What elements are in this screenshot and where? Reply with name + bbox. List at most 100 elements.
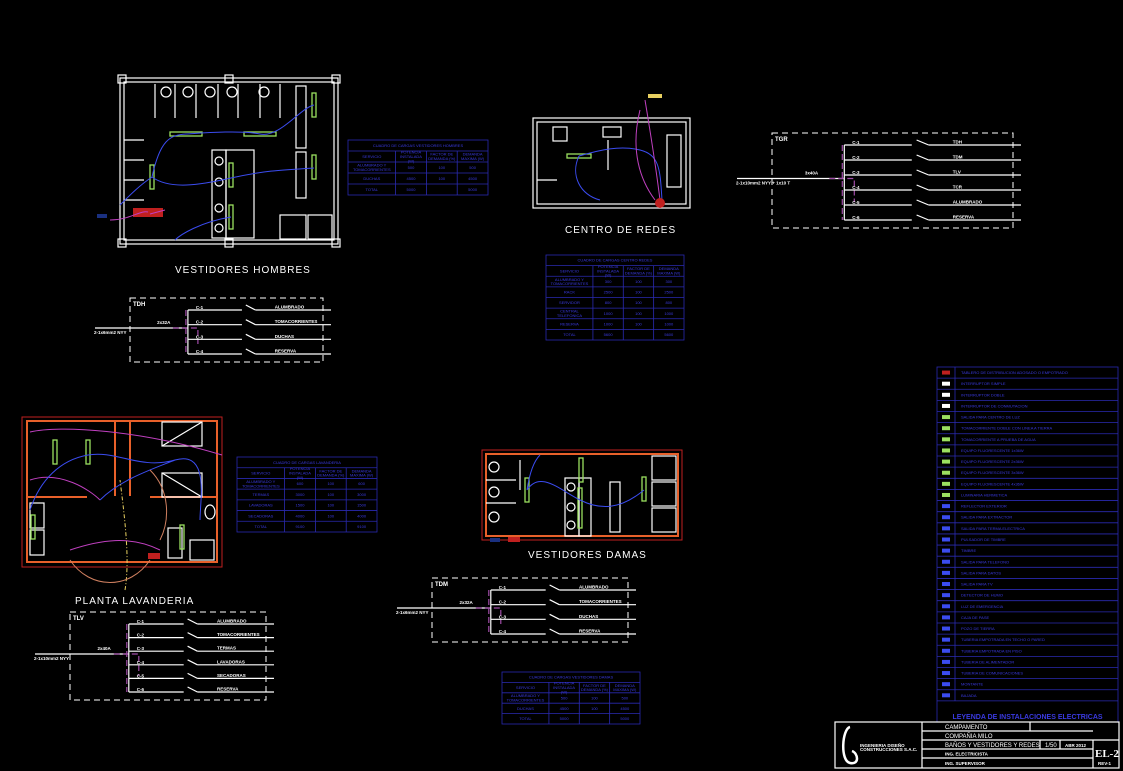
circuit-load: ALUMBRADO <box>579 585 609 590</box>
legend-symbol-icon <box>942 481 950 486</box>
table-cell: 3000 <box>296 492 306 497</box>
circuit-label: C-4 <box>852 185 860 190</box>
sheet-title: BAÑOS Y VESTIDORES Y REDES <box>945 742 1040 749</box>
legend-title: LEYENDA DE INSTALACIONES ELECTRICAS <box>952 714 1102 721</box>
table-cell: 1000 <box>604 321 614 326</box>
table-cell: 4500 <box>468 176 478 181</box>
legend-item: TABLERO DE DISTRIBUCION ADOSADO O EMPOTR… <box>961 370 1068 375</box>
board-name: TLV <box>73 616 84 622</box>
table-cell: 5000 <box>560 716 570 721</box>
circuit-label: C-6 <box>852 215 860 220</box>
legend-item: EQUIPO FLUORESCENTE 3x36W <box>961 470 1024 475</box>
load-table: CUADRO DE CARGAS VESTIDORES DAMASSERVICI… <box>501 671 641 725</box>
circuit-label: C-4 <box>196 349 204 354</box>
client-name: COMPAÑIA MILO <box>945 733 993 740</box>
circuit-load: RESERVA <box>275 349 297 354</box>
circuit-label: C-2 <box>196 320 204 325</box>
circuit-label: C-6 <box>137 687 145 692</box>
plan-title-damas: VESTIDORES DAMAS <box>528 550 647 561</box>
main-breaker-label: 2x32A <box>157 320 171 325</box>
table-cell: 100 <box>438 165 445 170</box>
board-name: TGR <box>775 137 788 143</box>
legend-symbol-icon <box>942 426 950 431</box>
table-cell: 100 <box>327 513 334 518</box>
legend-symbol-icon <box>942 570 950 575</box>
reviewer: ING. SUPERVISOR <box>945 761 986 766</box>
table-title: CUADRO DE CARGAS VESTIDORES DAMAS <box>529 675 614 680</box>
legend-item: EQUIPO FLUORESCENTE 1x36W <box>961 448 1024 453</box>
sheet-number: EL-2 <box>1095 748 1119 760</box>
table-cell: 4500 <box>407 176 417 181</box>
legend-item: DETECTOR DE HUMO <box>961 593 1003 598</box>
legend-symbol-icon <box>942 392 950 397</box>
legend-symbol-icon <box>942 459 950 464</box>
circuit-label: C-4 <box>137 660 145 665</box>
plan-lavanderia <box>21 416 223 591</box>
table-cell: SERVIDOR <box>559 300 580 305</box>
legend-symbol-icon <box>942 648 950 653</box>
table-cell: 600 <box>358 481 365 486</box>
table-cell: 1000 <box>664 321 674 326</box>
table-cell: 5000 <box>407 187 417 192</box>
table-cell: 300 <box>665 279 672 284</box>
legend-symbol-icon <box>942 604 950 609</box>
table-cell: TOTAL <box>563 332 576 337</box>
table-cell: 100 <box>438 176 445 181</box>
main-breaker-label: 2x40A <box>98 646 112 651</box>
plan-centro-redes <box>532 94 691 209</box>
legend-symbol-icon <box>942 470 950 475</box>
legend-symbol-icon <box>942 626 950 631</box>
table-cell: 100 <box>327 481 334 486</box>
table-header: SERVICIO <box>560 268 579 273</box>
table-cell: 100 <box>327 503 334 508</box>
plan-title-hombres: VESTIDORES HOMBRES <box>175 265 311 276</box>
circuit-load: TDM <box>953 155 963 160</box>
legend-symbol-icon <box>942 615 950 620</box>
table-cell: DUCHAS <box>517 706 534 711</box>
legend-item: SALIDA PARA DATOS <box>961 570 1001 575</box>
table-cell: 500 <box>408 165 415 170</box>
circuit-label: C-1 <box>196 305 204 310</box>
legend-item: POZO DE TIERRA <box>961 626 995 631</box>
legend-symbol-icon <box>942 559 950 564</box>
load-table: CUADRO DE CARGAS CENTRO REDESSERVICIOPOT… <box>545 254 685 341</box>
table-cell: 9100 <box>357 524 367 529</box>
legend-symbol-icon <box>942 526 950 531</box>
legend-item: TOMACORRIENTE A PRUEBA DE AGUA <box>961 437 1036 442</box>
table-cell: 5000 <box>468 187 478 192</box>
legend-symbol-icon <box>942 504 950 509</box>
table-cell: 3000 <box>357 492 367 497</box>
circuit-load: TDH <box>953 140 962 145</box>
table-cell: 100 <box>635 279 642 284</box>
main-breaker-label: 3x40A <box>805 171 819 176</box>
feeder-label: 2-1x10mm2 NYY + 1x10 T <box>736 181 790 186</box>
table-cell: 1500 <box>357 503 367 508</box>
table-cell: 9100 <box>296 524 306 529</box>
table-cell: LAVADORAS <box>249 503 273 508</box>
table-cell: 100 <box>635 321 642 326</box>
legend-item: INTERRUPTOR DOBLE <box>961 392 1005 397</box>
table-cell: 100 <box>635 300 642 305</box>
legend-symbol-icon <box>942 671 950 676</box>
table-cell: 5000 <box>620 716 630 721</box>
table-cell: 2500 <box>604 290 614 295</box>
table-cell: 800 <box>605 300 612 305</box>
legend-item: MONTANTE <box>961 682 983 687</box>
circuit-label: C-3 <box>852 170 860 175</box>
